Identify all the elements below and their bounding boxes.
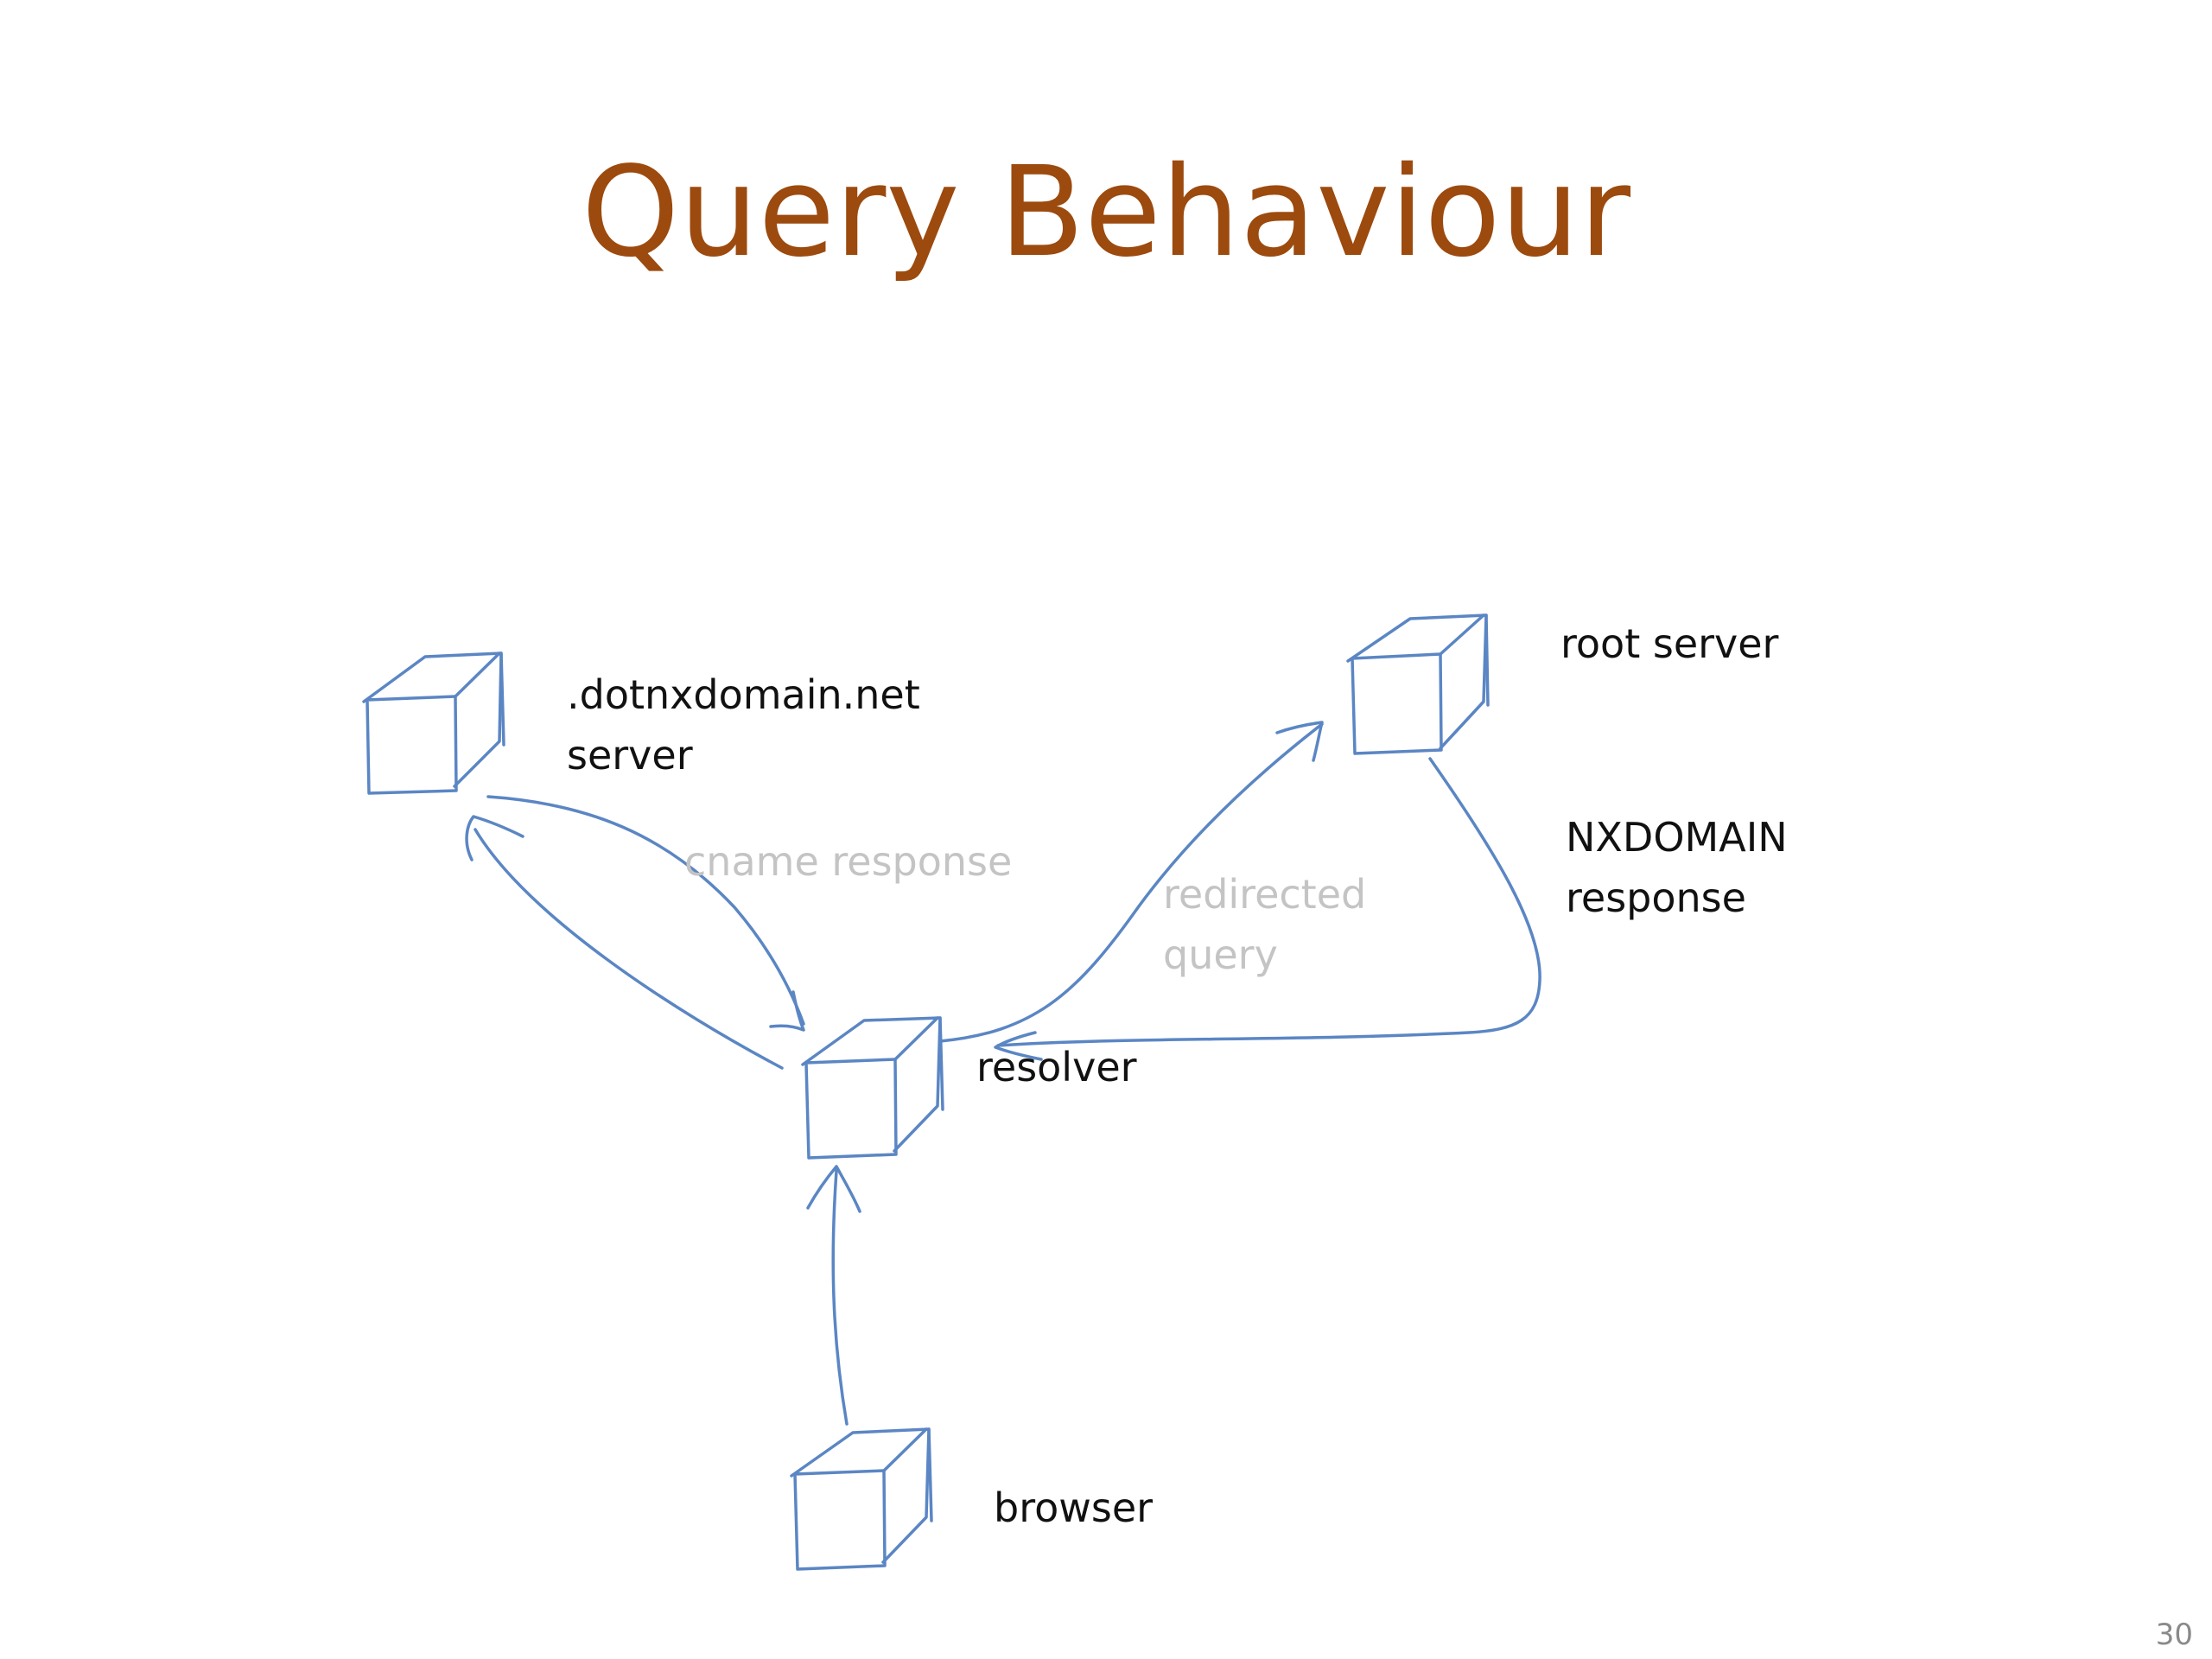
dotnxdomain-server-cube-icon [362, 652, 505, 795]
slide-title: Query Behaviour [581, 139, 1631, 284]
browser-to-resolver-arrow [806, 1165, 861, 1426]
nxdomain-response-label-line2: response [1566, 874, 1746, 921]
redirected-query-arrow [938, 721, 1324, 1043]
root-server-label: root server [1560, 620, 1779, 667]
browser-label: browser [994, 1484, 1154, 1531]
root-server-cube-icon [1346, 613, 1490, 755]
cname-response-label: cname response [684, 838, 1013, 885]
browser-cube-icon [790, 1427, 933, 1571]
redirected-query-label-line2: query [1163, 931, 1278, 978]
cname-response-arrow [486, 795, 805, 1032]
dotnxdomain-server-label-line2: server [567, 732, 693, 779]
nxdomain-response-label-line1: NXDOMAIN [1566, 814, 1788, 861]
resolver-cube-icon [801, 1016, 944, 1160]
redirected-query-label-line1: redirected [1163, 871, 1367, 918]
resolver-to-dotnxdomain-arrow [465, 815, 784, 1070]
slide-page-number: 30 [2155, 1618, 2193, 1652]
resolver-label: resolver [976, 1044, 1137, 1090]
dotnxdomain-server-label-line1: .dotnxdomain.net [567, 671, 920, 718]
nxdomain-response-arrow [994, 757, 1541, 1061]
